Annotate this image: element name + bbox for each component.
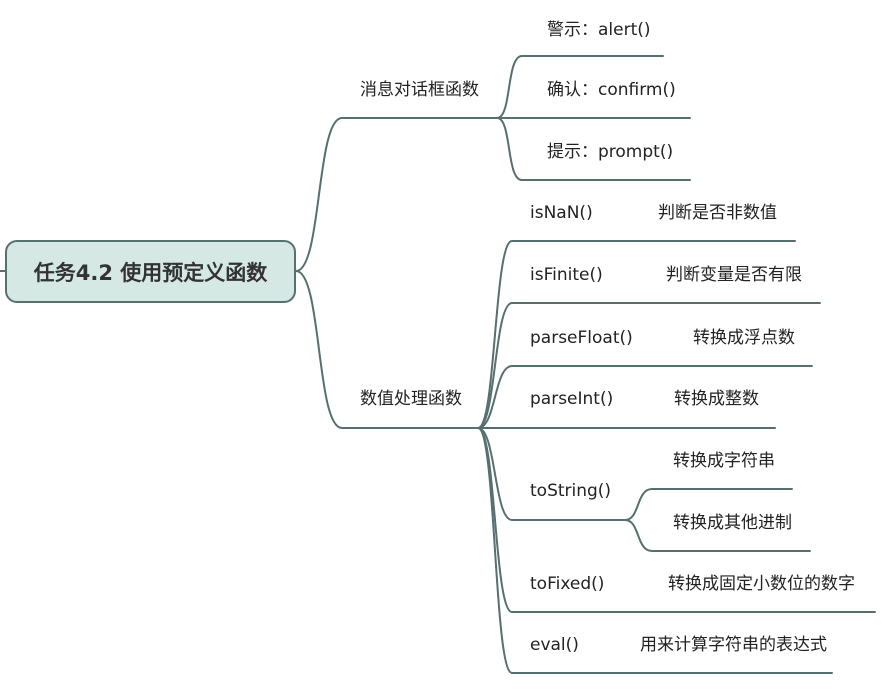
node-parsefloat: parseFloat() [530, 328, 633, 348]
connector-isfinite [477, 302, 821, 429]
node-tostring-radix: 转换成其他进制 [673, 513, 792, 533]
connector-root-to-message-dialog [295, 117, 501, 272]
node-prompt: 提示：prompt() [547, 142, 674, 162]
connector-isnan [477, 240, 796, 429]
node-isnan: isNaN() [530, 203, 593, 223]
node-isfinite: isFinite() [530, 265, 603, 285]
node-tostring-string: 转换成字符串 [673, 451, 775, 471]
node-parseint: parseInt() [530, 389, 614, 409]
node-parsefloat-description: 转换成浮点数 [693, 328, 795, 348]
node-confirm: 确认：confirm() [547, 80, 676, 100]
connector-tostring-radix [624, 519, 811, 552]
connector-tostring [477, 427, 629, 521]
node-tostring: toString() [530, 481, 612, 501]
node-isnan-description: 判断是否非数值 [658, 203, 777, 223]
node-tofixed-description: 转换成固定小数位的数字 [668, 574, 855, 594]
connector-parsefloat [477, 365, 813, 429]
connector-prompt [496, 117, 691, 181]
root-title: 任务4.2 使用预定义函数 [33, 260, 268, 285]
connector-eval [477, 427, 833, 674]
node-alert: 警示：alert() [547, 20, 651, 40]
branch-message-dialog-label: 消息对话框函数 [360, 80, 479, 100]
node-isfinite-description: 判断变量是否有限 [666, 265, 802, 285]
root-node: 任务4.2 使用预定义函数 [5, 240, 296, 303]
node-parseint-description: 转换成整数 [674, 389, 759, 409]
connector-root-to-numeric [295, 270, 481, 429]
node-eval-description: 用来计算字符串的表达式 [640, 635, 827, 655]
connector-alert [496, 55, 664, 119]
node-eval: eval() [530, 635, 579, 655]
branch-numeric-label: 数值处理函数 [360, 389, 462, 409]
connector-tostring-string [624, 488, 793, 521]
node-tofixed: toFixed() [530, 574, 605, 594]
